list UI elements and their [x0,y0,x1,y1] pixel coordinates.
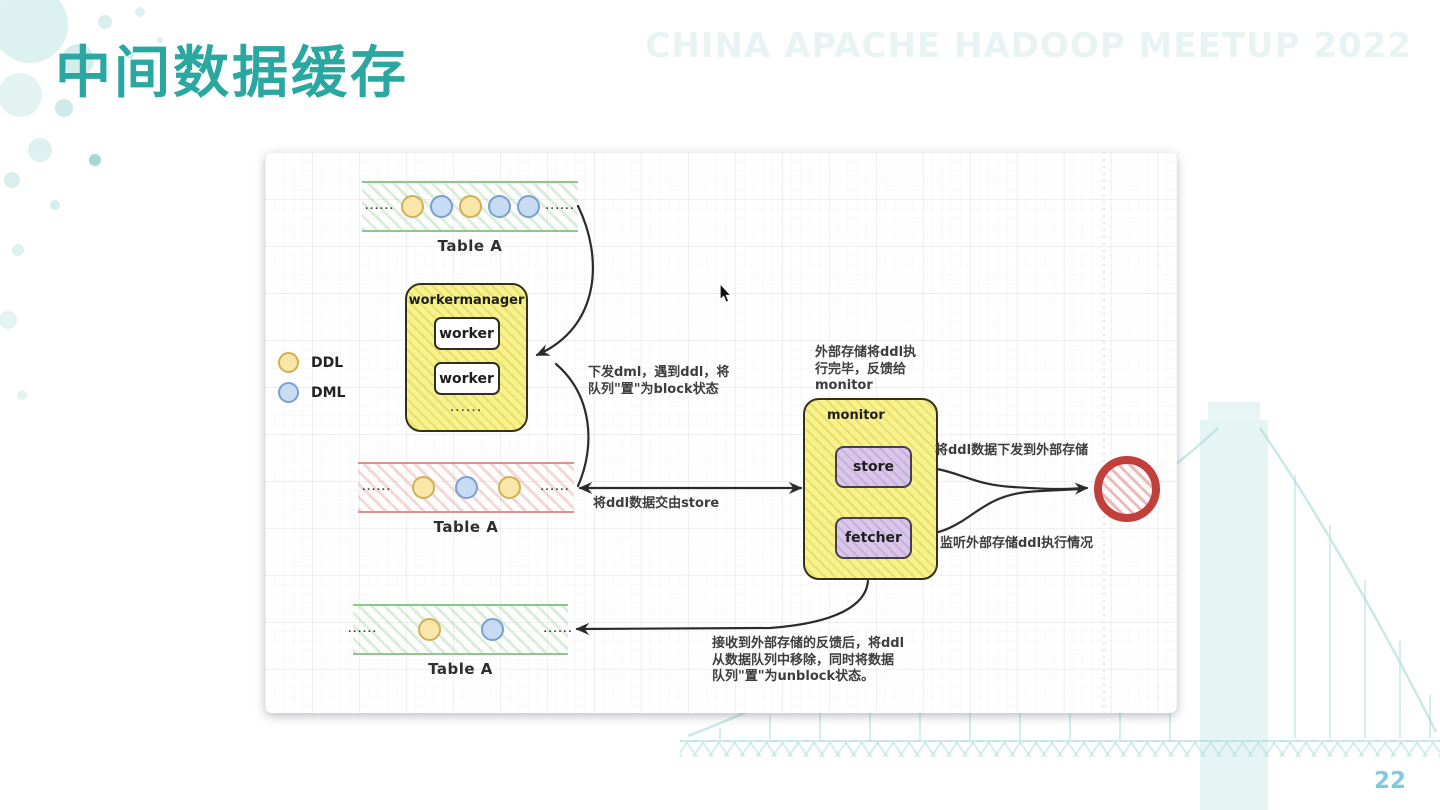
legend-swatch-dml [278,382,299,403]
queue-dot-ddl [458,195,482,218]
queue-dot-dml [454,476,478,499]
queue-dot-dml [487,195,511,218]
table-a-middle[interactable]: ............ Table A [358,462,574,536]
table-label: Table A [437,237,503,255]
monitor-box[interactable]: monitor store fetcher [803,398,938,580]
diagram-canvas[interactable]: ............ Table A ............ Table … [265,152,1177,713]
legend-label: DML [311,384,346,401]
annotation-dispatch-dml: 下发dml，遇到ddl，将 队列"置"为block状态 [588,365,730,397]
queue-ellipsis: ...... [347,624,378,635]
table-label: Table A [428,660,493,678]
table-queue-bar: ............ [348,604,572,655]
table-label: Table A [433,518,499,536]
table-queue-bar: ............ [362,181,578,232]
page-title: 中间数据缓存 [55,41,409,106]
queue-ellipsis: ...... [361,482,392,493]
store-box[interactable]: store [835,446,912,488]
mouse-cursor-icon [719,284,732,303]
curve-junction-down [554,362,590,488]
annotation-receive-feedback: 接收到外部存储的反馈后，将ddl 从数据队列中移除，同时将数据 队列"置"为un… [712,636,905,685]
queue-dot-ddl [411,476,435,499]
fetcher-box[interactable]: fetcher [835,517,912,559]
table-queue-bar: ............ [358,462,574,513]
legend-label: DDL [311,354,344,371]
arrow-table-to-workermanager [535,204,594,357]
annotation-listen-external: 监听外部存储ddl执行情况 [940,536,1094,551]
legend: DDL DML [278,352,345,403]
external-storage-icon[interactable] [1094,456,1160,522]
workermanager-body: worker worker [407,317,526,395]
monitor-title: monitor [827,408,885,423]
legend-item-dml: DML [278,382,345,403]
queue-dots: ............ [362,195,578,218]
legend-item-ddl: DDL [278,352,345,373]
arrow-monitor-to-bottom-table [575,579,870,636]
page-number: 22 [1373,768,1406,794]
queue-dot-dml [429,195,453,218]
legend-swatch-ddl [278,352,299,373]
workermanager-title: workermanager [408,293,525,308]
paint-splash-decoration [0,0,163,400]
table-a-top[interactable]: ............ Table A [362,181,578,255]
queue-dots: ............ [358,476,574,499]
queue-ellipsis: ...... [545,201,576,212]
bridge-deck-decoration [680,740,1440,757]
connector-arrows [535,152,1105,713]
workermanager-ellipsis: ...... [450,404,483,414]
queue-dot-ddl [497,476,521,499]
queue-dot-dml [480,618,504,641]
annotation-send-external: 将ddl数据下发到外部存储 [935,443,1089,458]
workermanager-box[interactable]: workermanager worker worker ...... [405,283,528,432]
event-watermark: CHINA APACHE HADOOP MEETUP 2022 [645,26,1412,66]
table-a-bottom[interactable]: ............ Table A [348,604,572,678]
annotation-external-done: 外部存储将ddl执 行完毕，反馈给 monitor [815,345,917,394]
worker-box[interactable]: worker [433,362,500,395]
curve-fetcher-to-external [908,487,1083,538]
queue-dot-ddl [417,618,441,641]
worker-box[interactable]: worker [433,317,500,350]
bridge-tower-cap-decoration [1208,402,1260,420]
queue-dot-ddl [400,195,424,218]
queue-ellipsis: ...... [543,624,574,635]
annotation-handoff-store: 将ddl数据交由store [593,496,720,511]
queue-ellipsis: ...... [540,482,571,493]
queue-dot-dml [516,195,540,218]
queue-dots: ............ [348,618,572,641]
queue-ellipsis: ...... [364,201,395,212]
